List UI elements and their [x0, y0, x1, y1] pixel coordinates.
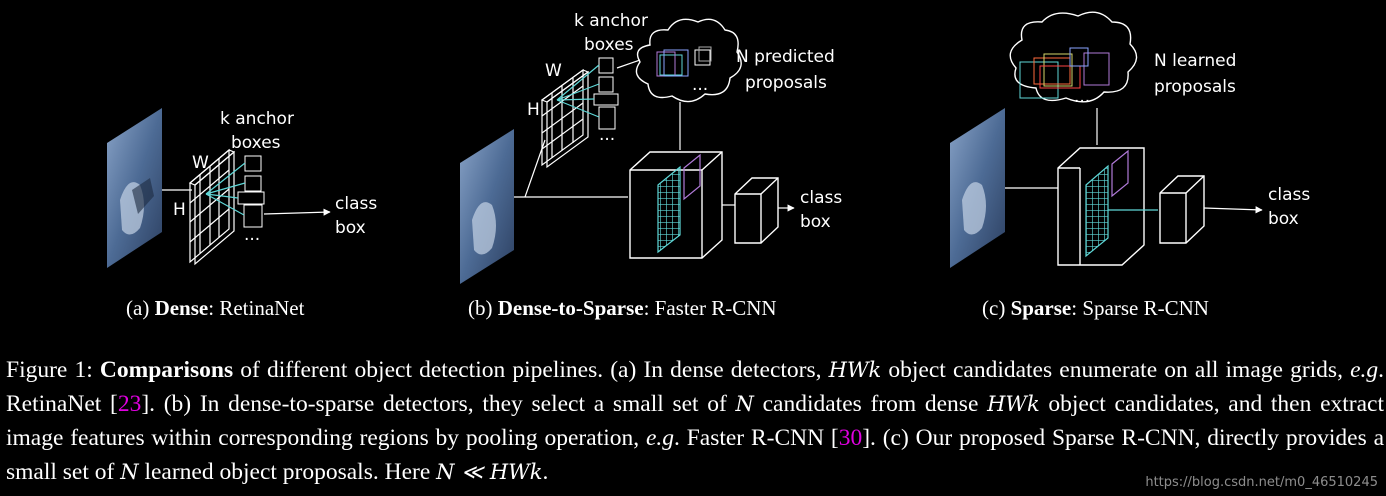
width-label-b: W — [545, 61, 562, 81]
subcaption-b: (b) Dense-to-Sparse: Faster R-CNN — [468, 296, 777, 321]
caption-text: object candidates, and then extract imag… — [6, 391, 1384, 451]
subcaption-c: (c) Sparse: Sparse R-CNN — [982, 296, 1209, 321]
input-image-c — [950, 108, 1005, 268]
figure-label: Figure 1: — [6, 357, 93, 383]
subcaption-a-prefix: (a) — [126, 296, 150, 320]
subcaption-c-bold: Sparse — [1010, 296, 1072, 320]
caption-text: candidates from dense — [753, 391, 988, 417]
figure-caption: Figure 1: Comparisons of different objec… — [6, 353, 1384, 489]
caption-text: . Faster R-CNN [ — [674, 425, 839, 451]
input-image-b — [460, 129, 514, 284]
proposals-label-c-line2: proposals — [1154, 77, 1236, 97]
caption-text: . — [542, 459, 549, 485]
output-class-label-b: class — [800, 188, 842, 208]
anchor-boxes-b — [593, 57, 619, 130]
proposals-label-c-line1: N learned — [1154, 51, 1236, 71]
caption-text: ]. (b) In dense-to-sparse detectors, the… — [141, 391, 736, 417]
watermark: https://blog.csdn.net/m0_46510245 — [1145, 475, 1378, 490]
math-hwk: HWk — [987, 392, 1040, 416]
caption-text: of different object detection pipelines.… — [233, 357, 829, 383]
subcaption-a: (a) Dense: RetinaNet — [126, 296, 304, 321]
pipeline-figure: k anchor boxes W H ... class box — [107, 11, 1310, 284]
proposal-cloud-b: ... — [635, 18, 742, 103]
panel-b: ... k anchor boxes W H ... N predicted p… — [460, 11, 842, 284]
anchor-links-a — [205, 162, 246, 216]
math-n: N — [120, 460, 139, 484]
citation-link[interactable]: 23 — [117, 391, 142, 417]
anchor-label-b-line1: k anchor — [574, 11, 648, 31]
caption-bold-term: Comparisons — [99, 357, 234, 383]
anchor-label-a-line2: boxes — [231, 133, 281, 153]
feature-map-c — [1057, 147, 1145, 266]
math-relation: N ≪ HWk — [436, 460, 543, 484]
citation-link[interactable]: 30 — [838, 425, 863, 451]
subcaption-b-bold: Dense-to-Sparse — [497, 296, 644, 320]
output-box-label-a: box — [335, 218, 366, 238]
proposal-cloud-c: ... — [1009, 11, 1138, 107]
proposals-label-b-line1: N predicted — [736, 47, 835, 67]
input-image-a — [107, 108, 162, 268]
output-box-label-b: box — [800, 212, 831, 232]
subcaption-a-rest: : RetinaNet — [208, 296, 305, 320]
panel-c: ... N learned proposals class box — [950, 11, 1310, 268]
anchor-boxes-a — [237, 155, 265, 228]
math-n: N — [735, 392, 754, 416]
subcaption-b-prefix: (b) — [468, 296, 493, 320]
dots-label-a: ... — [244, 225, 260, 245]
caption-text: ]. (c) Our proposed Sparse R-CNN, direct… — [6, 425, 1385, 485]
caption-eg: e.g — [645, 425, 674, 451]
feature-grid-a — [188, 148, 236, 266]
height-label-b: H — [527, 100, 540, 120]
width-label-a: W — [192, 153, 209, 173]
caption-eg: e.g — [1350, 357, 1379, 383]
subcaption-a-bold: Dense — [154, 296, 209, 320]
dots-label-b: ... — [599, 125, 615, 145]
anchor-links-b — [556, 64, 600, 118]
height-label-a: H — [173, 200, 186, 220]
output-class-label-a: class — [335, 194, 377, 214]
roi-feature-b — [734, 177, 779, 244]
cloud-dots-b: ... — [692, 75, 708, 95]
subcaption-c-prefix: (c) — [982, 296, 1006, 320]
output-box-label-c: box — [1268, 209, 1299, 229]
panel-a: k anchor boxes W H ... class box — [107, 108, 377, 268]
caption-text: learned object proposals. Here — [138, 459, 437, 485]
proposals-label-b-line2: proposals — [745, 73, 827, 93]
feature-grid-b — [540, 68, 590, 169]
anchor-label-b-line2: boxes — [584, 35, 634, 55]
caption-text: object candidates enumerate on all image… — [881, 357, 1351, 383]
math-hwk: HWk — [828, 358, 882, 382]
anchor-label-a-line1: k anchor — [220, 109, 294, 129]
subcaption-c-rest: : Sparse R-CNN — [1071, 296, 1209, 320]
cloud-dots-c: ... — [1074, 87, 1090, 107]
caption-text: . RetinaNet [ — [6, 357, 1385, 417]
feature-map-b — [629, 151, 723, 259]
output-class-label-c: class — [1268, 185, 1310, 205]
subcaption-b-rest: : Faster R-CNN — [643, 296, 777, 320]
roi-feature-c — [1159, 175, 1205, 244]
